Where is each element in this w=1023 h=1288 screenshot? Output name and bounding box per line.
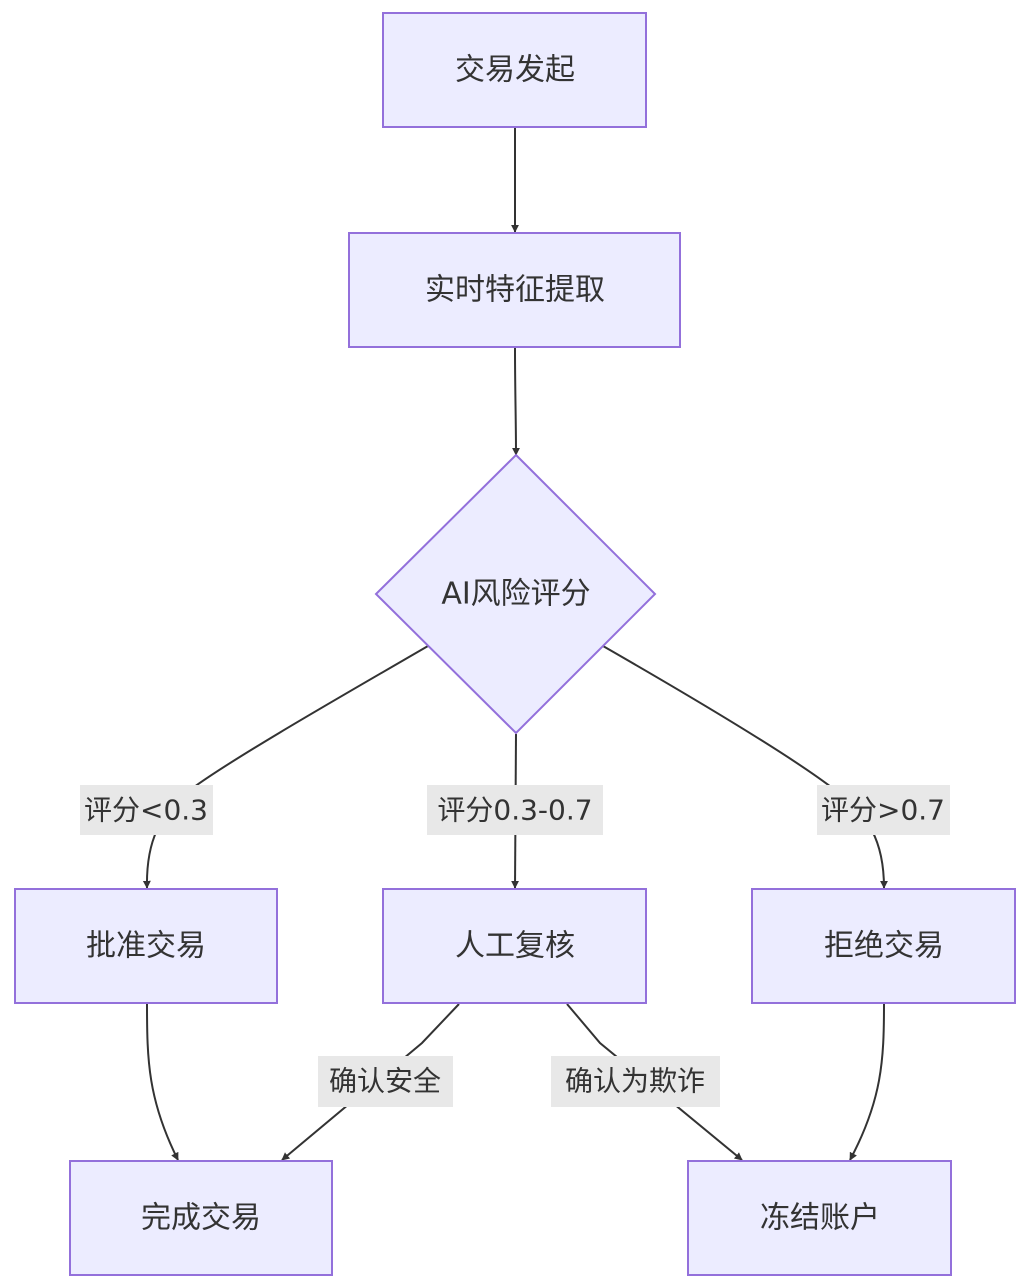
edge-review-to-complete <box>281 1003 460 1161</box>
node-risk-score-label: AI风险评分 <box>441 577 590 612</box>
node-start[interactable]: 交易发起 <box>382 12 647 128</box>
node-start-label: 交易发起 <box>455 53 575 88</box>
node-feature-extraction[interactable]: 实时特征提取 <box>348 232 681 348</box>
edge-label-mid-score: 评分0.3-0.7 <box>427 785 603 835</box>
edge-review-to-freeze <box>566 1003 743 1161</box>
edge-label-low-score-text: 评分<0.3 <box>84 794 208 827</box>
edge-approve-to-complete <box>146 1003 179 1161</box>
edge-label-confirm-fraud: 确认为欺诈 <box>551 1056 720 1107</box>
edge-label-confirm-safe-text: 确认安全 <box>329 1065 441 1098</box>
node-reject-label: 拒绝交易 <box>824 929 944 964</box>
node-freeze-account-label: 冻结账户 <box>760 1201 880 1236</box>
node-reject[interactable]: 拒绝交易 <box>751 888 1016 1004</box>
node-manual-review-label: 人工复核 <box>455 929 575 964</box>
node-complete[interactable]: 完成交易 <box>69 1160 333 1276</box>
node-risk-score-decision[interactable]: AI风险评分 <box>374 453 657 735</box>
node-manual-review[interactable]: 人工复核 <box>382 888 647 1004</box>
edge-score-to-approve <box>142 645 429 889</box>
edge-label-confirm-safe: 确认安全 <box>318 1056 453 1107</box>
edge-reject-to-freeze <box>849 1003 885 1161</box>
edge-label-mid-score-text: 评分0.3-0.7 <box>437 794 592 827</box>
node-freeze-account[interactable]: 冻结账户 <box>687 1160 952 1276</box>
edge-score-to-reject <box>602 645 888 889</box>
edge-label-low-score: 评分<0.3 <box>80 785 213 835</box>
edge-label-high-score-text: 评分>0.7 <box>821 794 945 827</box>
edge-feature-to-score <box>511 347 520 456</box>
node-approve-label: 批准交易 <box>86 929 206 964</box>
edge-label-high-score: 评分>0.7 <box>817 785 950 835</box>
edge-label-confirm-fraud-text: 确认为欺诈 <box>565 1065 705 1098</box>
node-feature-extraction-label: 实时特征提取 <box>425 273 605 308</box>
node-complete-label: 完成交易 <box>141 1201 261 1236</box>
node-approve[interactable]: 批准交易 <box>14 888 278 1004</box>
